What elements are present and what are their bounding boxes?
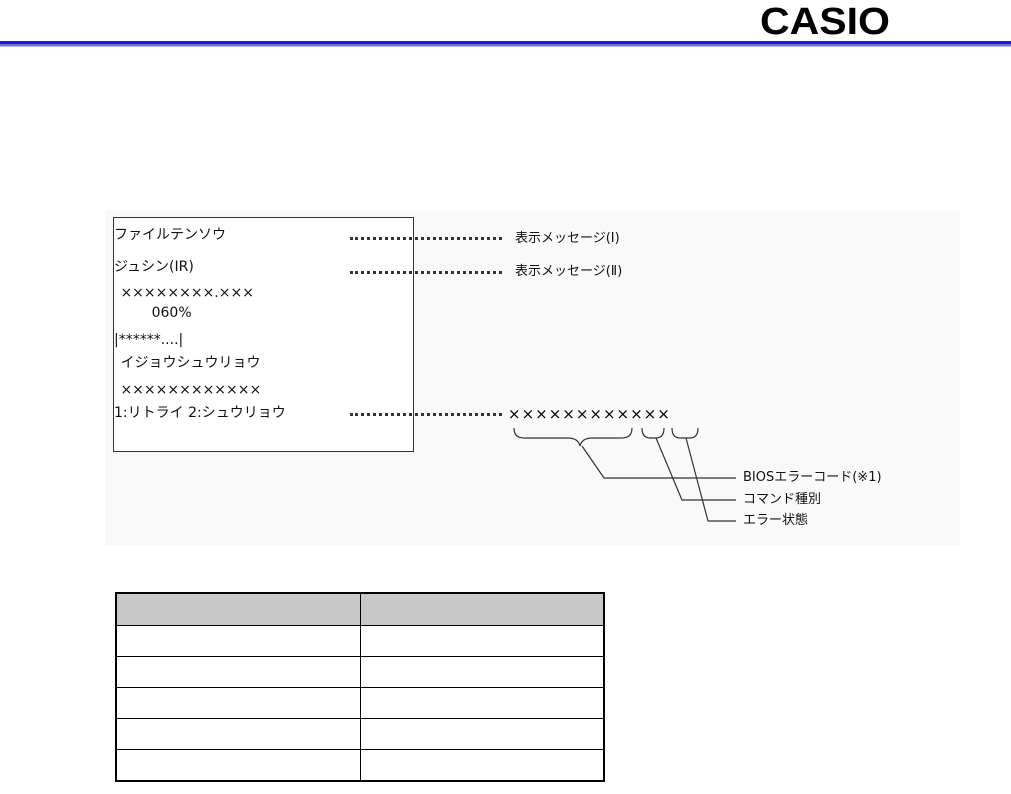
screen-line-options: 1:リトライ 2:シュウリョウ bbox=[114, 405, 286, 421]
header-rule bbox=[0, 41, 1011, 44]
screen-line-abnormal-end: イジョウシュウリョウ bbox=[116, 355, 261, 371]
table-cell bbox=[359, 656, 605, 688]
leader-dots-message-2 bbox=[350, 271, 502, 274]
table-cell bbox=[115, 749, 361, 782]
screen-line-percent: 060% bbox=[116, 305, 192, 321]
table-row bbox=[115, 625, 605, 657]
screen-line-progress: |******....| bbox=[114, 332, 184, 348]
label-bios-error-code: BIOSエラーコード(※1) bbox=[743, 470, 882, 485]
table-header-cell bbox=[115, 592, 361, 626]
label-command-type: コマンド種別 bbox=[743, 492, 822, 507]
label-message-1: 表示メッセージ(Ⅰ) bbox=[515, 231, 620, 246]
device-screen: ファイルテンソウ ジュシン(IR) ××××××××.××× 060% |***… bbox=[113, 217, 414, 452]
table-row bbox=[115, 687, 605, 719]
table-cell bbox=[359, 749, 605, 782]
screen-line-filename: ××××××××.××× bbox=[116, 285, 254, 301]
table-row bbox=[115, 718, 605, 750]
info-table bbox=[115, 592, 605, 782]
table-header-row bbox=[115, 592, 605, 626]
error-code-sample: ×××××××××××× bbox=[508, 405, 671, 423]
screen-line-title: ファイルテンソウ bbox=[114, 227, 226, 243]
table-cell bbox=[115, 718, 361, 750]
header-rule-shade bbox=[0, 44, 1011, 46]
table-cell bbox=[115, 656, 361, 688]
table-cell bbox=[359, 687, 605, 719]
screen-line-error-code: ×××××××××××× bbox=[116, 382, 262, 398]
leader-dots-message-1 bbox=[350, 237, 502, 240]
table-header-cell bbox=[359, 592, 605, 626]
table-row bbox=[115, 749, 605, 782]
label-error-state: エラー状態 bbox=[743, 513, 809, 528]
screen-line-receive: ジュシン(IR) bbox=[114, 259, 194, 275]
table-row bbox=[115, 656, 605, 688]
leader-dots-error-code bbox=[350, 413, 502, 416]
header-rule-light bbox=[0, 46, 1011, 47]
casio-logo: CASIO bbox=[760, 1, 890, 43]
table-cell bbox=[359, 625, 605, 657]
table-cell bbox=[359, 718, 605, 750]
table-cell bbox=[115, 625, 361, 657]
table-cell bbox=[115, 687, 361, 719]
label-message-2: 表示メッセージ(Ⅱ) bbox=[515, 264, 623, 279]
